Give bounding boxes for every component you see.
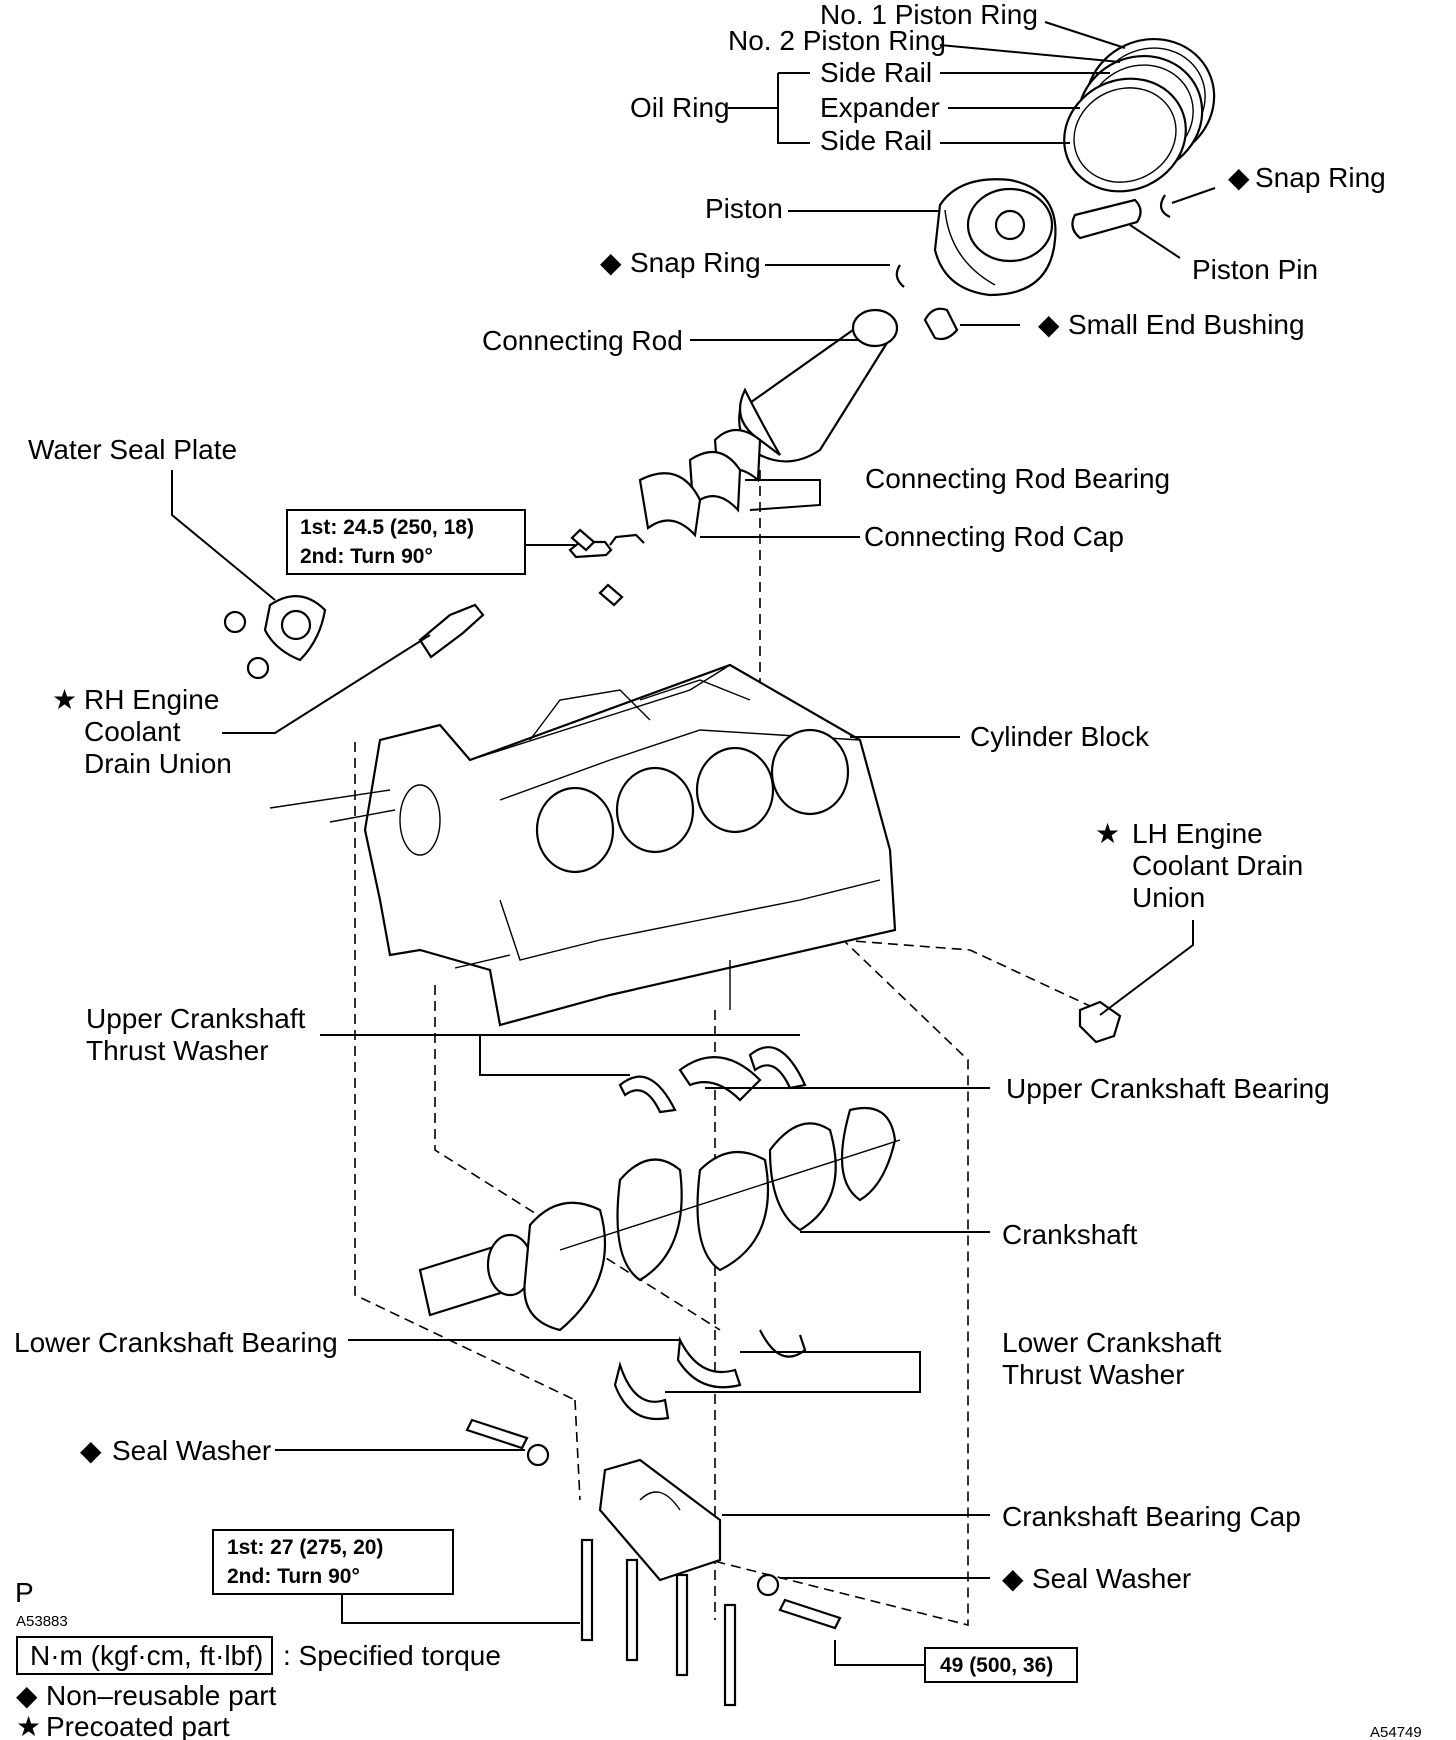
crankshaft <box>418 1106 901 1332</box>
label-lh-drain-union-line1: LH Engine <box>1132 818 1263 849</box>
torque-box-side-bolt: 49 (500, 36) <box>924 1647 1078 1683</box>
non-reusable-marker: ◆ <box>1002 1563 1024 1594</box>
precoated-marker: ★ <box>52 684 77 715</box>
label-lower-thrust-washer-line2: Thrust Washer <box>1002 1359 1185 1390</box>
torque-rod-cap-1st: 1st: 24.5 (250, 18) <box>300 516 474 539</box>
small-end-bushing-shape <box>923 307 959 341</box>
legend-non-reusable-symbol: ◆ <box>16 1680 38 1711</box>
label-piston: Piston <box>705 193 783 224</box>
alignment-dashed-lines <box>354 470 1121 1627</box>
label-lower-crankshaft-bearing: Lower Crankshaft Bearing <box>14 1327 338 1358</box>
cap-bolt-1 <box>580 1538 594 1642</box>
torque-bearing-cap-1st: 1st: 27 (275, 20) <box>227 1536 383 1559</box>
label-side-rail-top: Side Rail <box>820 57 932 88</box>
label-piston-pin: Piston Pin <box>1192 254 1318 285</box>
legend-precoated-symbol: ★ <box>16 1711 41 1740</box>
non-reusable-marker: ◆ <box>1038 309 1060 340</box>
legend: P A53883 N·m (kgf·cm, ft·lbf) : Specifie… <box>15 1577 1422 1740</box>
label-connecting-rod: Connecting Rod <box>482 325 683 356</box>
upper-crank-bearings <box>618 1046 807 1114</box>
label-expander: Expander <box>820 92 940 123</box>
legend-non-reusable-text: Non–reusable part <box>46 1680 277 1711</box>
label-cylinder-block: Cylinder Block <box>970 721 1150 752</box>
cylinder-block <box>269 663 897 1027</box>
label-seal-washer-right: Seal Washer <box>1032 1563 1191 1594</box>
label-rh-drain-union-line2: Coolant <box>84 716 181 747</box>
water-seal-plate-group <box>223 595 485 680</box>
side-bolt <box>778 1598 842 1630</box>
lower-crank-bearings <box>613 1329 807 1421</box>
part-labels: No. 1 Piston Ring No. 2 Piston Ring Oil … <box>14 0 1386 1594</box>
figure-p-mark: P <box>15 1577 34 1608</box>
label-upper-crankshaft-bearing: Upper Crankshaft Bearing <box>1006 1073 1330 1104</box>
label-rh-drain-union-line1: RH Engine <box>84 684 219 715</box>
piston-assembly <box>895 178 1171 297</box>
label-snap-ring-right: Snap Ring <box>1255 162 1386 193</box>
cap-bolt-4 <box>723 1603 737 1707</box>
legend-torque-desc: : Specified torque <box>283 1640 501 1671</box>
label-lower-thrust-washer-line1: Lower Crankshaft <box>1002 1327 1222 1358</box>
label-lh-drain-union-line2: Coolant Drain <box>1132 850 1303 881</box>
label-rh-drain-union-line3: Drain Union <box>84 748 232 779</box>
cap-bolt-3 <box>675 1573 689 1677</box>
precoated-marker: ★ <box>1095 818 1120 849</box>
piston-rings <box>1063 37 1216 193</box>
label-connecting-rod-bearing: Connecting Rod Bearing <box>865 463 1170 494</box>
label-snap-ring-left: Snap Ring <box>630 247 761 278</box>
connecting-rod <box>738 307 959 463</box>
torque-rod-cap-2nd: 2nd: Turn 90° <box>300 545 433 568</box>
torque-side-bolt: 49 (500, 36) <box>940 1654 1053 1677</box>
figure-code-right: A54749 <box>1370 1724 1422 1740</box>
leader-lines <box>171 21 1216 1666</box>
label-water-seal-plate: Water Seal Plate <box>28 434 237 465</box>
label-upper-thrust-washer-line1: Upper Crankshaft <box>86 1003 306 1034</box>
label-crankshaft-bearing-cap: Crankshaft Bearing Cap <box>1002 1501 1301 1532</box>
rod-cap-bolt-1 <box>570 528 596 552</box>
torque-bearing-cap-2nd: 2nd: Turn 90° <box>227 1565 360 1588</box>
lh-drain-union-group <box>1078 1000 1122 1044</box>
snap-ring-left-shape <box>895 264 905 288</box>
rh-drain-union-shape <box>418 603 485 659</box>
label-oil-ring: Oil Ring <box>630 92 730 123</box>
seal-washer-right-shape <box>756 1573 780 1597</box>
non-reusable-marker: ◆ <box>1228 162 1250 193</box>
rod-cap-bolt-2 <box>598 583 624 607</box>
cap-bolt-2 <box>625 1558 639 1662</box>
label-no1-piston-ring: No. 1 Piston Ring <box>820 0 1038 30</box>
bearing-cap-group <box>465 1418 842 1707</box>
piston-pin-shape <box>1071 198 1142 240</box>
legend-torque-unit: N·m (kgf·cm, ft·lbf) <box>30 1640 263 1671</box>
figure-code-left: A53883 <box>16 1613 68 1630</box>
label-connecting-rod-cap: Connecting Rod Cap <box>864 521 1124 552</box>
label-seal-washer-left: Seal Washer <box>112 1435 271 1466</box>
non-reusable-marker: ◆ <box>600 247 622 278</box>
seal-washer-bolt-left <box>465 1418 529 1450</box>
label-side-rail-bottom: Side Rail <box>820 125 932 156</box>
label-small-end-bushing: Small End Bushing <box>1068 309 1305 340</box>
label-no2-piston-ring: No. 2 Piston Ring <box>728 25 946 56</box>
label-lh-drain-union-line3: Union <box>1132 882 1205 913</box>
snap-ring-right-shape <box>1159 194 1171 218</box>
torque-box-rod-cap: 1st: 24.5 (250, 18) 2nd: Turn 90° <box>286 509 526 575</box>
label-upper-thrust-washer-line2: Thrust Washer <box>86 1035 269 1066</box>
rod-bearings-cap <box>568 428 762 607</box>
legend-torque-box <box>16 1636 273 1675</box>
legend-precoated-text: Precoated part <box>46 1711 230 1740</box>
seal-washer-left-shape <box>526 1443 550 1467</box>
label-crankshaft: Crankshaft <box>1002 1219 1138 1250</box>
torque-box-bearing-cap: 1st: 27 (275, 20) 2nd: Turn 90° <box>212 1529 454 1595</box>
non-reusable-marker: ◆ <box>80 1435 102 1466</box>
